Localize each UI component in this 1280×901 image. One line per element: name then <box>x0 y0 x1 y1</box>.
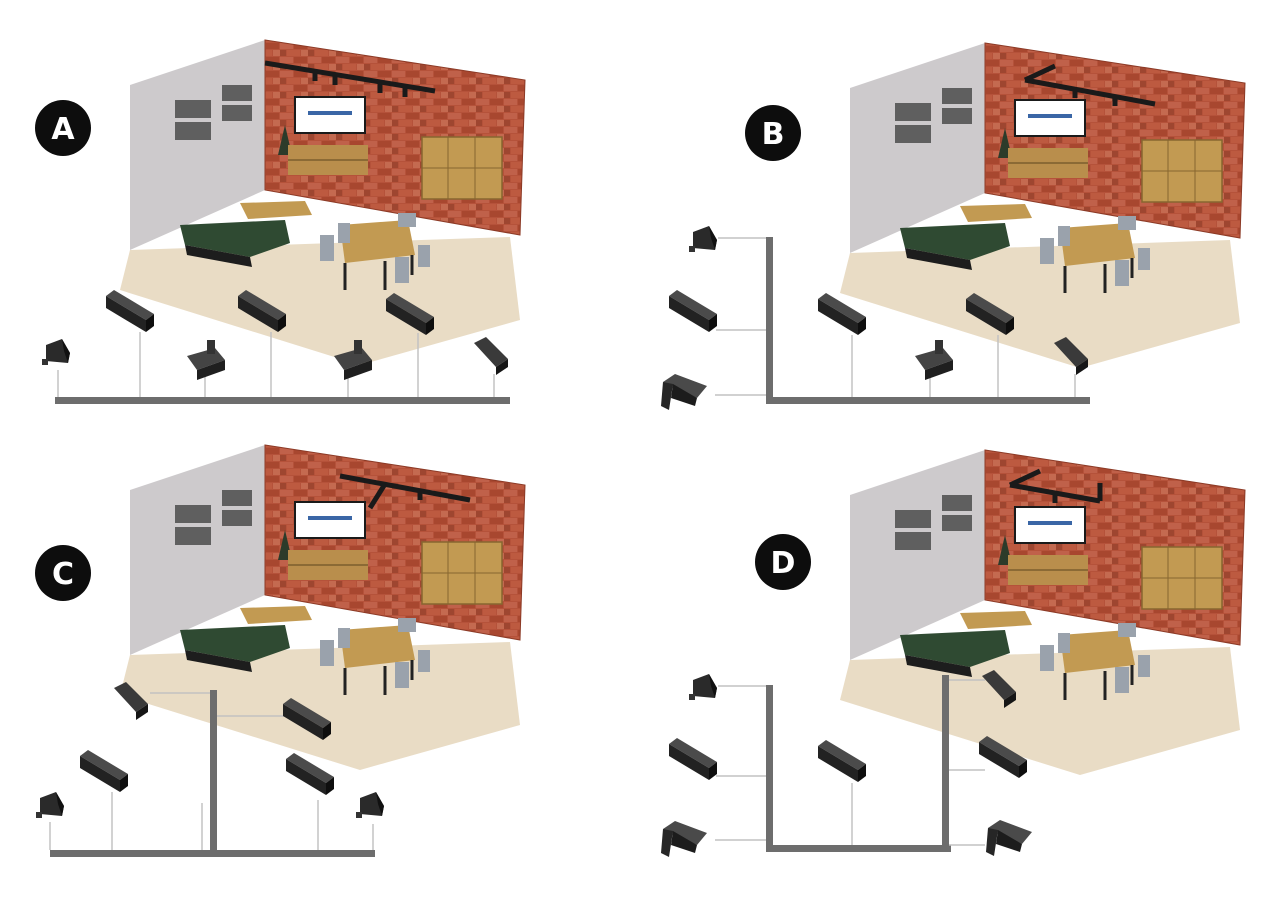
badge-label-b: B <box>762 117 785 152</box>
track-layout-c <box>36 682 384 857</box>
track-profile-icon <box>669 290 717 332</box>
panel-c: C <box>35 443 527 857</box>
end-cap-icon <box>36 792 64 818</box>
panel-a: A <box>35 38 527 404</box>
ceiling-track-a <box>264 60 436 97</box>
straight-connector-icon <box>187 340 225 380</box>
track-layout-d <box>661 670 1032 857</box>
corner-connector-icon <box>661 821 707 857</box>
room-render-b <box>838 41 1247 370</box>
track-profile-icon <box>80 750 128 792</box>
badge-d: D <box>755 534 811 590</box>
room-render-c <box>118 443 527 772</box>
ceiling-track-b <box>1023 63 1156 107</box>
track-profile-icon <box>669 738 717 780</box>
panel-d: D <box>661 448 1247 857</box>
straight-connector-icon <box>915 340 953 380</box>
badge-b: B <box>745 105 801 161</box>
room-render-a <box>118 38 527 367</box>
ceiling-track-d <box>1008 468 1103 504</box>
badge-label-d: D <box>771 546 796 581</box>
panel-b: B <box>661 41 1247 410</box>
ceiling-track-c <box>339 473 471 510</box>
room-render-d <box>838 448 1247 777</box>
corner-connector-icon <box>986 820 1032 856</box>
badge-label-c: C <box>52 557 74 592</box>
track-layout-b <box>661 226 1090 410</box>
track-profile-icon <box>818 293 866 335</box>
track-profile-icon <box>818 740 866 782</box>
badge-c: C <box>35 545 91 601</box>
end-cap-icon <box>356 792 384 818</box>
track-layout-a <box>42 290 510 404</box>
badge-label-a: A <box>51 112 75 147</box>
corner-connector-icon <box>661 374 707 410</box>
end-cap-icon <box>689 674 717 700</box>
end-cap-icon <box>689 226 717 252</box>
end-cap-icon <box>42 339 70 365</box>
badge-a: A <box>35 100 91 156</box>
end-feed-icon <box>474 337 508 375</box>
